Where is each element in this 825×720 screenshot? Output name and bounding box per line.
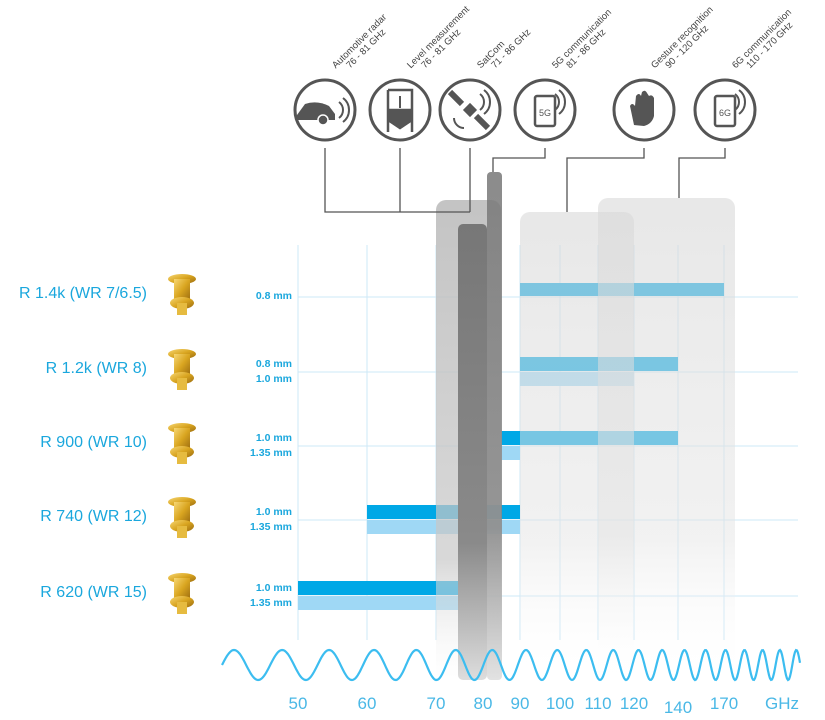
- 6g-band-column: [598, 198, 735, 682]
- satellite-icon: [438, 78, 502, 142]
- band-size-label: 0.8 mm: [255, 290, 292, 302]
- band-size-label: 1.0 mm: [255, 582, 292, 594]
- axis-tick-label: 100: [545, 694, 575, 713]
- frequency-bar: [298, 581, 460, 595]
- waveguide-connector-image: [168, 349, 196, 390]
- axis-tick-label: 120: [619, 694, 649, 713]
- band-size-label: 1.35 mm: [249, 597, 292, 609]
- axis-tick-label: 140: [663, 698, 693, 717]
- signal-waves: [734, 89, 746, 115]
- axis-tick-label: 60: [357, 694, 377, 713]
- frequency-bar: [501, 446, 520, 460]
- band-size-label: 1.35 mm: [249, 521, 292, 533]
- product-name: R 740 (WR 12): [40, 508, 147, 525]
- product-name: R 1.2k (WR 8): [45, 360, 147, 377]
- body: [174, 578, 190, 600]
- phone-badge: 5G: [539, 108, 551, 118]
- sat-body: [462, 102, 478, 118]
- axis-tick-label: 110: [584, 694, 612, 713]
- pin: [177, 303, 187, 315]
- pin: [177, 452, 187, 464]
- waveguide-connector-image: [168, 423, 196, 464]
- signal-arc: [453, 117, 465, 129]
- signal-waves: [338, 97, 350, 123]
- connector-line: [324, 148, 470, 213]
- band-size-label: 1.0 mm: [255, 506, 292, 518]
- axis-tick-label: 170: [709, 694, 739, 713]
- product-name: R 1.4k (WR 7/6.5): [18, 285, 147, 302]
- tank-fill: [387, 96, 413, 130]
- waveguide-connector-image: [168, 497, 196, 538]
- axis-tick-label: 70: [426, 694, 446, 713]
- hand-gesture-icon: [612, 78, 676, 142]
- tank-level-icon: [368, 78, 432, 142]
- phone-shape: [533, 94, 557, 128]
- waveguide-connector-image: [168, 274, 196, 315]
- body: [174, 279, 190, 301]
- body: [174, 354, 190, 376]
- connector-line: [492, 148, 546, 172]
- band-size-label: 0.8 mm: [255, 358, 292, 370]
- body: [174, 502, 190, 524]
- axis-tick-label: 90: [510, 694, 530, 713]
- icon-circle: [513, 78, 577, 142]
- axis-unit-label: GHz: [765, 694, 799, 713]
- waveguide-connector-image: [168, 573, 196, 614]
- icon-circle: [693, 78, 757, 142]
- body: [174, 428, 190, 450]
- product-name: R 620 (WR 15): [40, 584, 147, 601]
- phone-badge: 6G: [719, 108, 731, 118]
- signal-waves: [479, 89, 491, 115]
- pin: [177, 378, 187, 390]
- radar-band-column: [458, 224, 487, 680]
- connector-line: [566, 148, 645, 212]
- connector-line: [678, 148, 726, 198]
- phone-shape: [713, 94, 737, 128]
- axis-tick-label: 80: [473, 694, 493, 713]
- pin: [177, 526, 187, 538]
- phone-5g-icon: 5G: [513, 78, 577, 142]
- wheel: [317, 114, 329, 126]
- frequency-bar: [298, 596, 460, 610]
- phone-6g-icon: 6G: [693, 78, 757, 142]
- car-radar-icon: [293, 78, 357, 142]
- hand-shape: [630, 90, 654, 126]
- frequency-wave: [221, 648, 802, 682]
- product-name: R 900 (WR 10): [40, 434, 147, 451]
- axis-tick-label: 50: [288, 694, 308, 713]
- band-size-label: 1.35 mm: [249, 447, 292, 459]
- band-size-label: 1.0 mm: [255, 373, 292, 385]
- band-size-label: 1.0 mm: [255, 432, 292, 444]
- signal-waves: [554, 89, 566, 115]
- pin: [177, 602, 187, 614]
- 5g-band-column: [487, 172, 502, 680]
- solar-panels: [447, 89, 491, 131]
